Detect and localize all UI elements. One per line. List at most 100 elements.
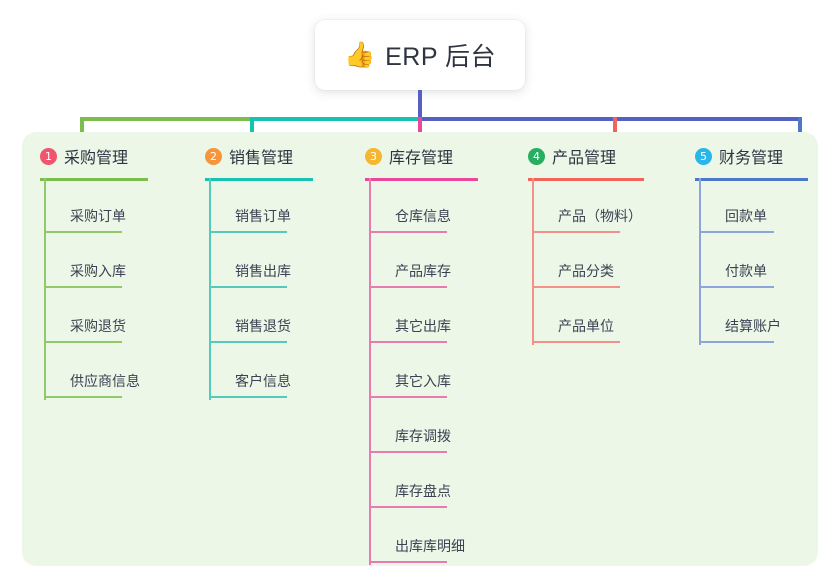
list-item-label: 采购入库: [70, 263, 126, 279]
list-item-label: 仓库信息: [395, 208, 451, 224]
connector-drop-5: [798, 117, 802, 146]
list-item-label: 销售订单: [235, 208, 291, 224]
list-item-rule: [44, 231, 122, 233]
list-item-rule: [369, 561, 447, 563]
connector-bar-green: [80, 117, 252, 121]
list-item[interactable]: 库存调拨: [369, 419, 451, 453]
list-item-label: 其它入库: [395, 373, 451, 389]
modules-panel: 1 采购管理采购订单采购入库采购退货供应商信息 2 销售管理销售订单销售出库销售退货客…: [22, 132, 818, 566]
column-rule-4: [528, 178, 644, 181]
column-spine-5: [699, 178, 701, 345]
list-item[interactable]: 产品分类: [532, 254, 620, 288]
list-item-label: 销售出库: [235, 263, 291, 279]
column-number-badge: 2: [205, 147, 222, 165]
list-item-label: 付款单: [725, 263, 767, 279]
list-item-rule: [369, 451, 447, 453]
list-item[interactable]: 产品（物料）: [532, 199, 642, 233]
connector-drop-4: [613, 117, 617, 146]
connector-drop-2: [250, 117, 254, 146]
list-item-rule: [209, 231, 287, 233]
thumbs-up-icon: 👍: [343, 40, 376, 69]
list-item-label: 销售退货: [235, 318, 291, 334]
list-item-rule: [209, 396, 287, 398]
column-spine-1: [44, 178, 46, 400]
column-spine-2: [209, 178, 211, 400]
list-item[interactable]: 采购入库: [44, 254, 126, 288]
list-item-rule: [369, 286, 447, 288]
list-item-label: 采购退货: [70, 318, 126, 334]
list-item[interactable]: 销售退货: [209, 309, 291, 343]
list-item-rule: [532, 341, 620, 343]
list-item[interactable]: 采购退货: [44, 309, 126, 343]
column-header-5[interactable]: 5 财务管理: [695, 144, 783, 168]
list-item-label: 库存盘点: [395, 483, 451, 499]
column-header-4[interactable]: 4 产品管理: [528, 144, 616, 168]
column-rule-3: [365, 178, 478, 181]
page-title: ERP 后台: [385, 43, 497, 71]
list-item-rule: [699, 286, 774, 288]
column-title: 产品管理: [552, 150, 617, 167]
list-item-label: 结算账户: [725, 318, 781, 334]
list-item-rule: [369, 231, 447, 233]
list-item-rule: [209, 286, 287, 288]
column-rule-1: [40, 178, 148, 181]
list-item-label: 产品单位: [558, 318, 614, 334]
list-item-rule: [369, 506, 447, 508]
column-rule-2: [205, 178, 313, 181]
list-item[interactable]: 回款单: [699, 199, 774, 233]
list-item-rule: [699, 341, 774, 343]
root-node-card[interactable]: 👍 ERP 后台: [315, 20, 525, 90]
column-header-2[interactable]: 2 销售管理: [205, 144, 293, 168]
list-item[interactable]: 产品库存: [369, 254, 451, 288]
connector-drop-3: [418, 117, 422, 146]
list-item-rule: [369, 396, 447, 398]
column-title: 财务管理: [719, 150, 784, 167]
list-item[interactable]: 库存盘点: [369, 474, 451, 508]
list-item-label: 采购订单: [70, 208, 126, 224]
list-item-label: 库存调拨: [395, 428, 451, 444]
list-item[interactable]: 采购订单: [44, 199, 126, 233]
list-item-label: 产品分类: [558, 263, 614, 279]
column-number-badge: 5: [695, 147, 712, 165]
list-item[interactable]: 仓库信息: [369, 199, 451, 233]
column-title: 库存管理: [389, 150, 454, 167]
list-item[interactable]: 客户信息: [209, 364, 291, 398]
column-number-badge: 1: [40, 147, 57, 165]
list-item[interactable]: 销售出库: [209, 254, 291, 288]
column-header-1[interactable]: 1 采购管理: [40, 144, 128, 168]
column-spine-4: [532, 178, 534, 345]
list-item-label: 其它出库: [395, 318, 451, 334]
list-item-rule: [44, 341, 122, 343]
list-item-rule: [699, 231, 774, 233]
list-item-rule: [209, 341, 287, 343]
list-item-rule: [369, 341, 447, 343]
list-item-label: 客户信息: [235, 373, 291, 389]
column-spine-3: [369, 178, 371, 565]
trunk-connector: [418, 90, 422, 121]
list-item-label: 回款单: [725, 208, 767, 224]
list-item[interactable]: 付款单: [699, 254, 774, 288]
list-item[interactable]: 其它出库: [369, 309, 451, 343]
list-item[interactable]: 出库库明细: [369, 529, 465, 563]
connector-bar-blue: [418, 117, 800, 121]
list-item-label: 供应商信息: [70, 373, 140, 389]
list-item-rule: [44, 396, 122, 398]
list-item[interactable]: 供应商信息: [44, 364, 140, 398]
column-number-badge: 4: [528, 147, 545, 165]
column-title: 采购管理: [64, 150, 129, 167]
list-item[interactable]: 其它入库: [369, 364, 451, 398]
list-item-rule: [44, 286, 122, 288]
list-item[interactable]: 结算账户: [699, 309, 781, 343]
column-rule-5: [695, 178, 808, 181]
list-item-label: 产品（物料）: [558, 208, 642, 224]
column-title: 销售管理: [229, 150, 294, 167]
connector-drop-1: [80, 117, 84, 146]
list-item-rule: [532, 286, 620, 288]
list-item-rule: [532, 231, 620, 233]
list-item-label: 产品库存: [395, 263, 451, 279]
list-item[interactable]: 产品单位: [532, 309, 620, 343]
list-item[interactable]: 销售订单: [209, 199, 291, 233]
list-item-label: 出库库明细: [395, 538, 465, 554]
